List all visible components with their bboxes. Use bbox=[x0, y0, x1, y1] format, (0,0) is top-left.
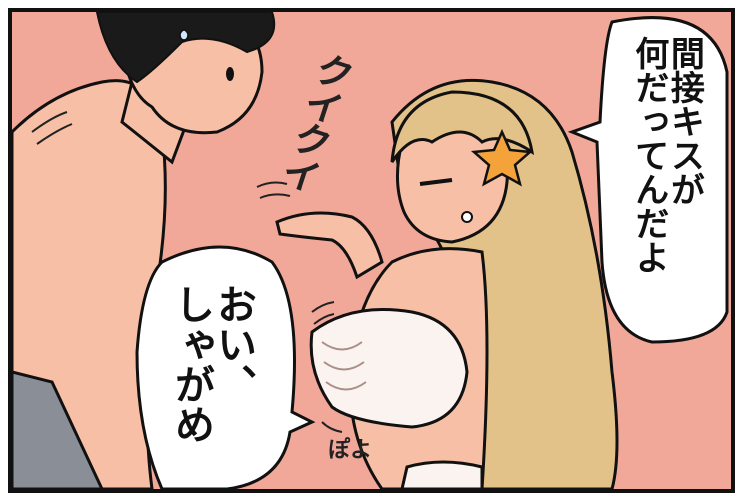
comic-artwork bbox=[12, 12, 731, 489]
comic-panel: 間接キスが 何だってんだよ おい、 しゃがめ クイクイ ぽよ bbox=[8, 8, 735, 493]
star-hair-clip-icon bbox=[470, 128, 534, 187]
girl-bikini bbox=[309, 308, 469, 429]
girl-arm bbox=[275, 211, 384, 280]
speech-bubble-left bbox=[135, 245, 316, 489]
boy-pants bbox=[12, 370, 104, 489]
boy-hair bbox=[95, 12, 276, 84]
sfx-poyo: ぽよ bbox=[328, 438, 373, 463]
girl-bangs bbox=[390, 90, 535, 163]
speech-right-line-1: 間接キスが bbox=[664, 36, 705, 206]
speech-left-line-2: しゃがめ bbox=[168, 284, 214, 444]
speech-bubble-right bbox=[567, 16, 729, 344]
speech-right-text: 間接キスが 何だってんだよ bbox=[628, 36, 705, 316]
speech-left-text: おい、 しゃがめ bbox=[168, 284, 256, 484]
speech-left-line-1: おい、 bbox=[210, 284, 256, 404]
speech-right-line-2: 何だってんだよ bbox=[628, 36, 669, 274]
